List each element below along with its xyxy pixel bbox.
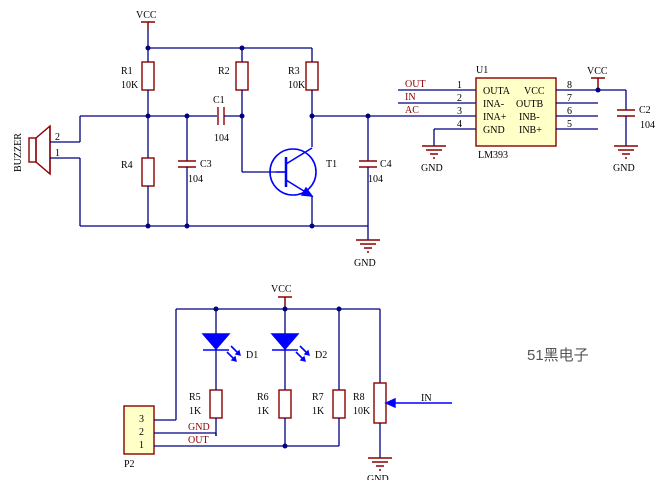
buzzer-ref: BUZZER	[13, 133, 24, 172]
t1-ref: T1	[326, 159, 337, 170]
u1-pin-vcc: VCC	[524, 86, 545, 97]
buzzer-pin-1: 1	[55, 148, 60, 159]
capacitor-c4: C4 104	[359, 116, 392, 226]
resistor-r5: R5 1K	[189, 389, 223, 436]
r5-ref: R5	[189, 392, 201, 403]
p2-gnd-net: GND	[188, 422, 210, 433]
u1-pin-inb-minus: INB-	[519, 112, 540, 123]
r8-in-label: IN	[421, 393, 432, 404]
vcc-symbol-bottom: VCC	[271, 284, 292, 309]
ic-lm393: U1 LM393 OUTA INA- INA+ GND VCC OUTB INB…	[475, 65, 557, 161]
r1-ref: R1	[121, 66, 133, 77]
u1-pin6: 6	[567, 106, 572, 117]
u1-pin2: 2	[457, 93, 462, 104]
resistor-r4: R4	[121, 116, 155, 226]
gnd-label-u1: GND	[421, 163, 443, 174]
connector-p2: 3 2 1 P2	[123, 405, 155, 470]
c1-ref: C1	[213, 95, 225, 106]
u1-pin-outa: OUTA	[483, 86, 511, 97]
potentiometer-r8: IN R8 10K	[353, 309, 452, 458]
c3-value: 104	[188, 174, 203, 185]
gnd-symbol-top: GND	[354, 239, 380, 269]
gnd-label-top: GND	[354, 258, 376, 269]
resistor-r2: R2	[218, 48, 249, 172]
watermark-text: 51黑电子	[527, 347, 589, 364]
p2-pin2: 2	[139, 427, 144, 438]
u1-pin1: 1	[457, 80, 462, 91]
net-ac-label: AC	[405, 105, 419, 116]
c1-value: 104	[214, 133, 229, 144]
u1-pin-gnd: GND	[483, 125, 505, 136]
gnd-label-c2: GND	[613, 163, 635, 174]
transistor-t1: T1	[242, 147, 337, 197]
r5-value: 1K	[189, 406, 202, 417]
r6-value: 1K	[257, 406, 270, 417]
p2-pin3: 3	[139, 414, 144, 425]
vcc-label-bottom: VCC	[271, 284, 292, 295]
r8-ref: R8	[353, 392, 365, 403]
led-d1: D1	[201, 309, 258, 390]
capacitor-c1: C1 104	[213, 95, 245, 144]
c4-value: 104	[368, 174, 383, 185]
r3-value: 10K	[288, 80, 306, 91]
r4-ref: R4	[121, 160, 133, 171]
u1-pin8: 8	[567, 80, 572, 91]
capacitor-c2: C2 104	[617, 90, 655, 146]
r7-ref: R7	[312, 392, 324, 403]
u1-pin-inb-plus: INB+	[519, 125, 542, 136]
d1-ref: D1	[246, 350, 258, 361]
vcc-symbol-top: VCC	[136, 10, 157, 30]
c2-value: 104	[640, 120, 655, 131]
c4-ref: C4	[380, 159, 392, 170]
u1-part: LM393	[478, 150, 508, 161]
d2-ref: D2	[315, 350, 327, 361]
u1-ref: U1	[476, 65, 488, 76]
u1-pin-ina-minus: INA-	[483, 99, 504, 110]
p2-out-net: OUT	[188, 435, 209, 446]
p2-pin1: 1	[139, 440, 144, 451]
gnd-symbol-u1: GND	[421, 145, 446, 174]
net-in-label: IN	[405, 92, 416, 103]
resistor-r7: R7 1K	[312, 309, 346, 446]
net-out-label: OUT	[405, 79, 426, 90]
u1-pin5: 5	[567, 119, 572, 130]
u1-pin4: 4	[457, 119, 462, 130]
resistor-r3: R3 10K	[288, 48, 319, 147]
resistor-r1: R1 10K	[121, 48, 155, 116]
r2-ref: R2	[218, 66, 230, 77]
r1-value: 10K	[121, 80, 139, 91]
r3-ref: R3	[288, 66, 300, 77]
buzzer-ls1: 2 1 BUZZER	[13, 116, 81, 226]
gnd-symbol-c2: GND	[613, 145, 638, 174]
vcc-label-top: VCC	[136, 10, 157, 21]
u1-pin-ina-plus: INA+	[483, 112, 507, 123]
u1-pin7: 7	[567, 93, 572, 104]
c2-ref: C2	[639, 105, 651, 116]
vcc-symbol-u1: VCC	[587, 66, 608, 90]
u1-pin3: 3	[457, 106, 462, 117]
vcc-label-u1: VCC	[587, 66, 608, 77]
gnd-label-bottom: GND	[367, 474, 389, 480]
gnd-symbol-bottom: GND	[367, 457, 392, 480]
capacitor-c3: C3 104	[178, 116, 212, 226]
r6-ref: R6	[257, 392, 269, 403]
c3-ref: C3	[200, 159, 212, 170]
led-d2: D2	[270, 309, 327, 390]
r7-value: 1K	[312, 406, 325, 417]
buzzer-pin-2: 2	[55, 132, 60, 143]
resistor-r6: R6 1K	[257, 389, 292, 446]
u1-pin-outb: OUTB	[516, 99, 544, 110]
r8-value: 10K	[353, 406, 371, 417]
p2-ref: P2	[124, 459, 135, 470]
